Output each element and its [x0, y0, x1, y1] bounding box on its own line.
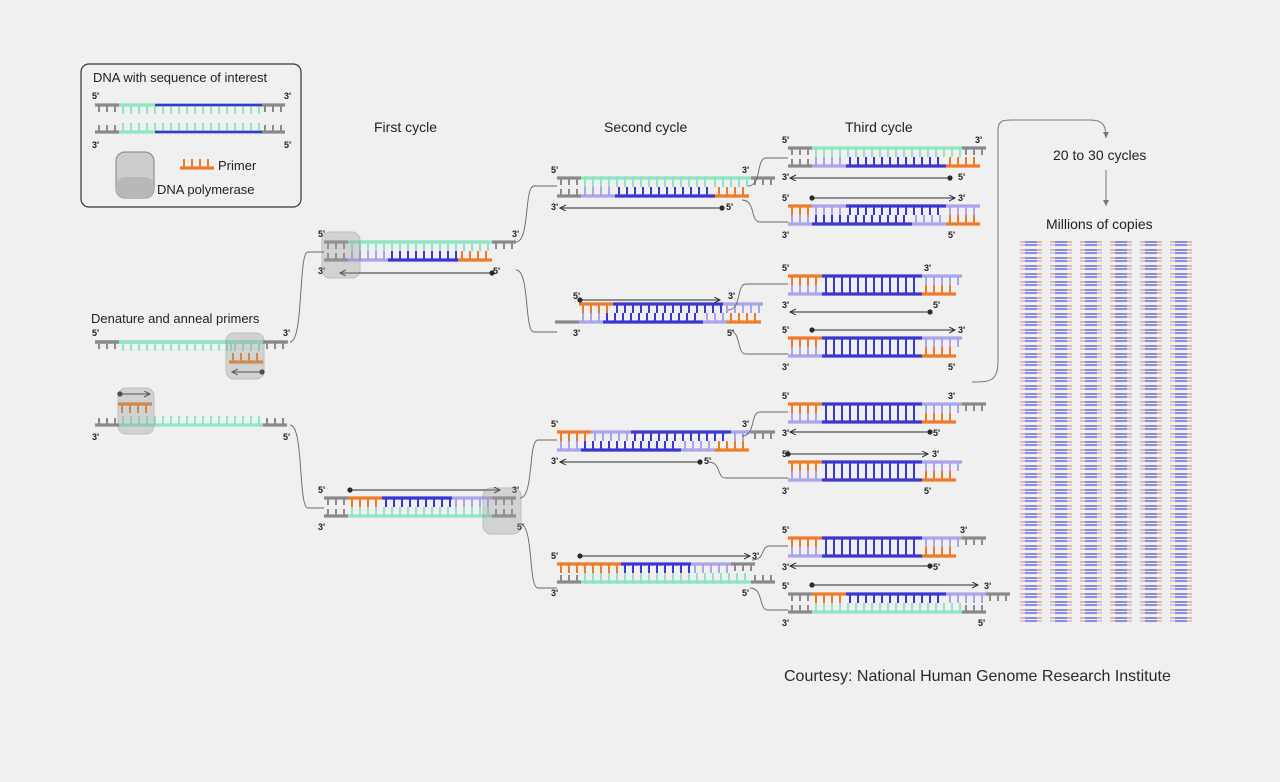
strand-end-label: 3'	[512, 485, 519, 495]
copies-label: Millions of copies	[1046, 216, 1153, 232]
legend-polymerase-label: DNA polymerase	[157, 182, 255, 197]
strand-end-label: 3'	[92, 140, 99, 150]
strand-end-label: 5'	[933, 428, 940, 438]
strand-end-label: 3'	[782, 618, 789, 628]
third-cycle-7: 5' 3' 3' 5'	[782, 525, 986, 572]
strand-end-label: 3'	[958, 325, 965, 335]
strand-end-label: 3'	[551, 202, 558, 212]
strand-end-label: 3'	[742, 419, 749, 429]
polymerase-icon	[117, 387, 155, 435]
polymerase-icon	[225, 332, 265, 380]
third-cycle-3: 5' 3' 3' 5'	[782, 263, 962, 310]
strand-end-label: 5'	[573, 291, 580, 301]
strand-end-label: 5'	[551, 165, 558, 175]
strand-end-label: 5'	[493, 266, 500, 276]
strand-end-label: 5'	[958, 172, 965, 182]
legend: DNA with sequence of interest 5' 3' 3' 5' P…	[80, 63, 302, 208]
strand-end-label: 3'	[728, 291, 735, 301]
strand-end-label: 3'	[960, 525, 967, 535]
strand-end-label: 5'	[948, 230, 955, 240]
strand-end-label: 3'	[975, 135, 982, 145]
strand-end-label: 5'	[782, 193, 789, 203]
strand-end-label: 5'	[727, 328, 734, 338]
strand-end-label: 3'	[752, 551, 759, 561]
second-cycle-2: 5' 3' 3' 5'	[573, 291, 763, 338]
legend-title: DNA with sequence of interest	[93, 70, 268, 85]
dna-strands: 5'3'3'5'5'3'3'5'5'3'3'5'5'3'3'5'5'3'3'5'…	[92, 135, 1010, 628]
strand-end-label: 5'	[318, 229, 325, 239]
third-cycle-8: 5' 3' 3' 5'	[782, 581, 1010, 628]
third-cycle-1: 5' 3' 3' 5'	[782, 135, 986, 182]
strand-end-label: 3'	[948, 391, 955, 401]
strand-end-label: 5'	[782, 325, 789, 335]
strand-end-label: 3'	[924, 263, 931, 273]
strand-end-label: 3'	[782, 562, 789, 572]
strand-end-label: 5'	[92, 328, 99, 338]
strand-end-label: 3'	[573, 328, 580, 338]
strand-end-label: 5'	[933, 562, 940, 572]
third-cycle-2: 5' 3' 3' 5'	[782, 193, 980, 240]
strand-end-label: 5'	[782, 135, 789, 145]
first-cycle-label: First cycle	[374, 119, 437, 135]
primer-icon	[180, 159, 214, 170]
strand-end-label: 3'	[512, 229, 519, 239]
strand-end-label: 3'	[782, 362, 789, 372]
strand-end-label: 5'	[782, 581, 789, 591]
strand-end-label: 3'	[782, 172, 789, 182]
strand-end-label: 3'	[782, 486, 789, 496]
polymerase-icon	[482, 487, 522, 535]
strand-end-label: 5'	[517, 522, 524, 532]
legend-primer-label: Primer	[218, 158, 257, 173]
strand-end-label: 3'	[551, 456, 558, 466]
strand-end-label: 5'	[924, 486, 931, 496]
third-cycle-4: 5' 3' 3' 5'	[782, 325, 965, 372]
strand-end-label: 3'	[318, 522, 325, 532]
strand-end-label: 5'	[283, 432, 290, 442]
strand-end-label: 3'	[284, 91, 291, 101]
third-cycle-5: 5' 3' 3' 5'	[782, 391, 986, 438]
strand-end-label: 5'	[704, 456, 711, 466]
second-cycle-label: Second cycle	[604, 119, 687, 135]
strand-end-label: 3'	[92, 432, 99, 442]
strand-end-label: 5'	[551, 551, 558, 561]
strand-end-label: 5'	[782, 525, 789, 535]
legend-dna-strand: 5' 3' 3' 5'	[92, 91, 291, 150]
second-cycle-1: 5' 3' 3' 5'	[551, 165, 775, 212]
strand-end-label: 3'	[742, 165, 749, 175]
strand-end-label: 5'	[948, 362, 955, 372]
strand-end-label: 3'	[782, 300, 789, 310]
strand-end-label: 3'	[283, 328, 290, 338]
denature-label: Denature and anneal primers	[91, 311, 260, 326]
copies-grid	[1020, 241, 1192, 622]
strand-end-label: 5'	[978, 618, 985, 628]
cycles-count-label: 20 to 30 cycles	[1053, 147, 1146, 163]
strand-end-label: 3'	[932, 449, 939, 459]
polymerase-icon	[321, 231, 361, 279]
strand-end-label: 5'	[92, 91, 99, 101]
strand-end-label: 3'	[551, 588, 558, 598]
strand-end-label: 5'	[933, 300, 940, 310]
second-cycle-3: 5' 3' 3' 5'	[551, 419, 775, 466]
strand-end-label: 5'	[726, 202, 733, 212]
strand-end-label: 3'	[958, 193, 965, 203]
denatured-strands: 5' 3' 3' 5'	[92, 328, 290, 442]
strand-end-label: 5'	[742, 588, 749, 598]
third-cycle-6: 5'3'3'5'	[782, 449, 962, 496]
third-cycle-label: Third cycle	[845, 119, 913, 135]
strand-end-label: 3'	[782, 230, 789, 240]
strand-end-label: 3'	[782, 428, 789, 438]
strand-end-label: 5'	[551, 419, 558, 429]
strand-end-label: 3'	[984, 581, 991, 591]
second-cycle-4: 5' 3' 3' 5'	[551, 551, 775, 598]
strand-end-label: 5'	[318, 485, 325, 495]
first-cycle-bottom: 5' 3' 3' 5'	[318, 485, 524, 532]
legend-polymerase-icon	[115, 151, 155, 199]
strand-end-label: 5'	[284, 140, 291, 150]
strand-end-label: 5'	[782, 263, 789, 273]
strand-end-label: 3'	[318, 266, 325, 276]
credit: Courtesy: National Human Genome Research…	[784, 668, 1171, 685]
connector-lines	[289, 119, 1109, 611]
strand-end-label: 5'	[782, 391, 789, 401]
